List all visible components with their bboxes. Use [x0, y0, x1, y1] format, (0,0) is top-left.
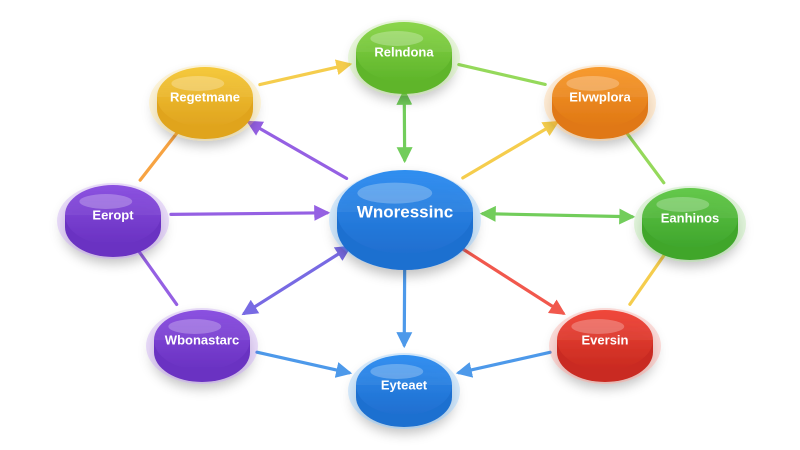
edge-center-to-bottom-left [241, 245, 352, 316]
node-highlight [79, 194, 133, 209]
edge-top-to-top-right [457, 62, 547, 87]
edge-bottom-left-to-bottom [255, 350, 353, 378]
node-top[interactable]: Relndona [348, 20, 460, 96]
edge-left-to-bottom-left [136, 248, 179, 307]
node-highlight [171, 76, 225, 91]
edge-center-to-right [479, 205, 636, 225]
node-highlight [566, 76, 620, 91]
node-highlight [571, 319, 625, 334]
edge-top-left-to-left [138, 130, 180, 182]
node-label-bottom-left: Wbonastarc [165, 333, 239, 348]
node-label-top-right: Elvwplora [569, 90, 631, 105]
edge-right-to-bottom-right [628, 252, 667, 306]
edge-center-to-top-right [461, 121, 560, 180]
node-label-left: Eeropt [92, 208, 134, 223]
edge-bottom-right-to-bottom [455, 350, 552, 378]
node-label-top: Relndona [374, 45, 434, 60]
node-bottom-right[interactable]: Eversin [549, 308, 661, 384]
node-label-center: Wnoressinc [357, 203, 453, 222]
node-left[interactable]: Eeropt [57, 183, 169, 259]
node-bottom[interactable]: Eyteaet [348, 353, 460, 429]
node-highlight [370, 31, 424, 46]
edges-layer [136, 59, 667, 378]
edge-left-to-center [169, 204, 331, 221]
edge-center-to-top-left [246, 120, 349, 180]
node-top-right[interactable]: Elvwplora [544, 65, 656, 141]
node-highlight [370, 364, 424, 379]
node-top-left[interactable]: Regetmane [149, 65, 261, 141]
edge-top-left-to-top [258, 59, 353, 87]
node-label-top-left: Regetmane [170, 90, 240, 105]
node-highlight [656, 197, 710, 212]
edge-center-to-bottom-right [459, 246, 566, 315]
node-center[interactable]: Wnoressinc [329, 170, 481, 270]
node-label-bottom-right: Eversin [582, 333, 629, 348]
node-highlight [168, 319, 222, 334]
node-highlight [357, 182, 433, 204]
edge-top-right-to-right [624, 130, 666, 185]
node-bottom-left[interactable]: Wbonastarc [146, 308, 258, 384]
node-right[interactable]: Eanhinos [634, 186, 746, 262]
node-label-right: Eanhinos [661, 211, 720, 226]
node-label-bottom: Eyteaet [381, 378, 428, 393]
